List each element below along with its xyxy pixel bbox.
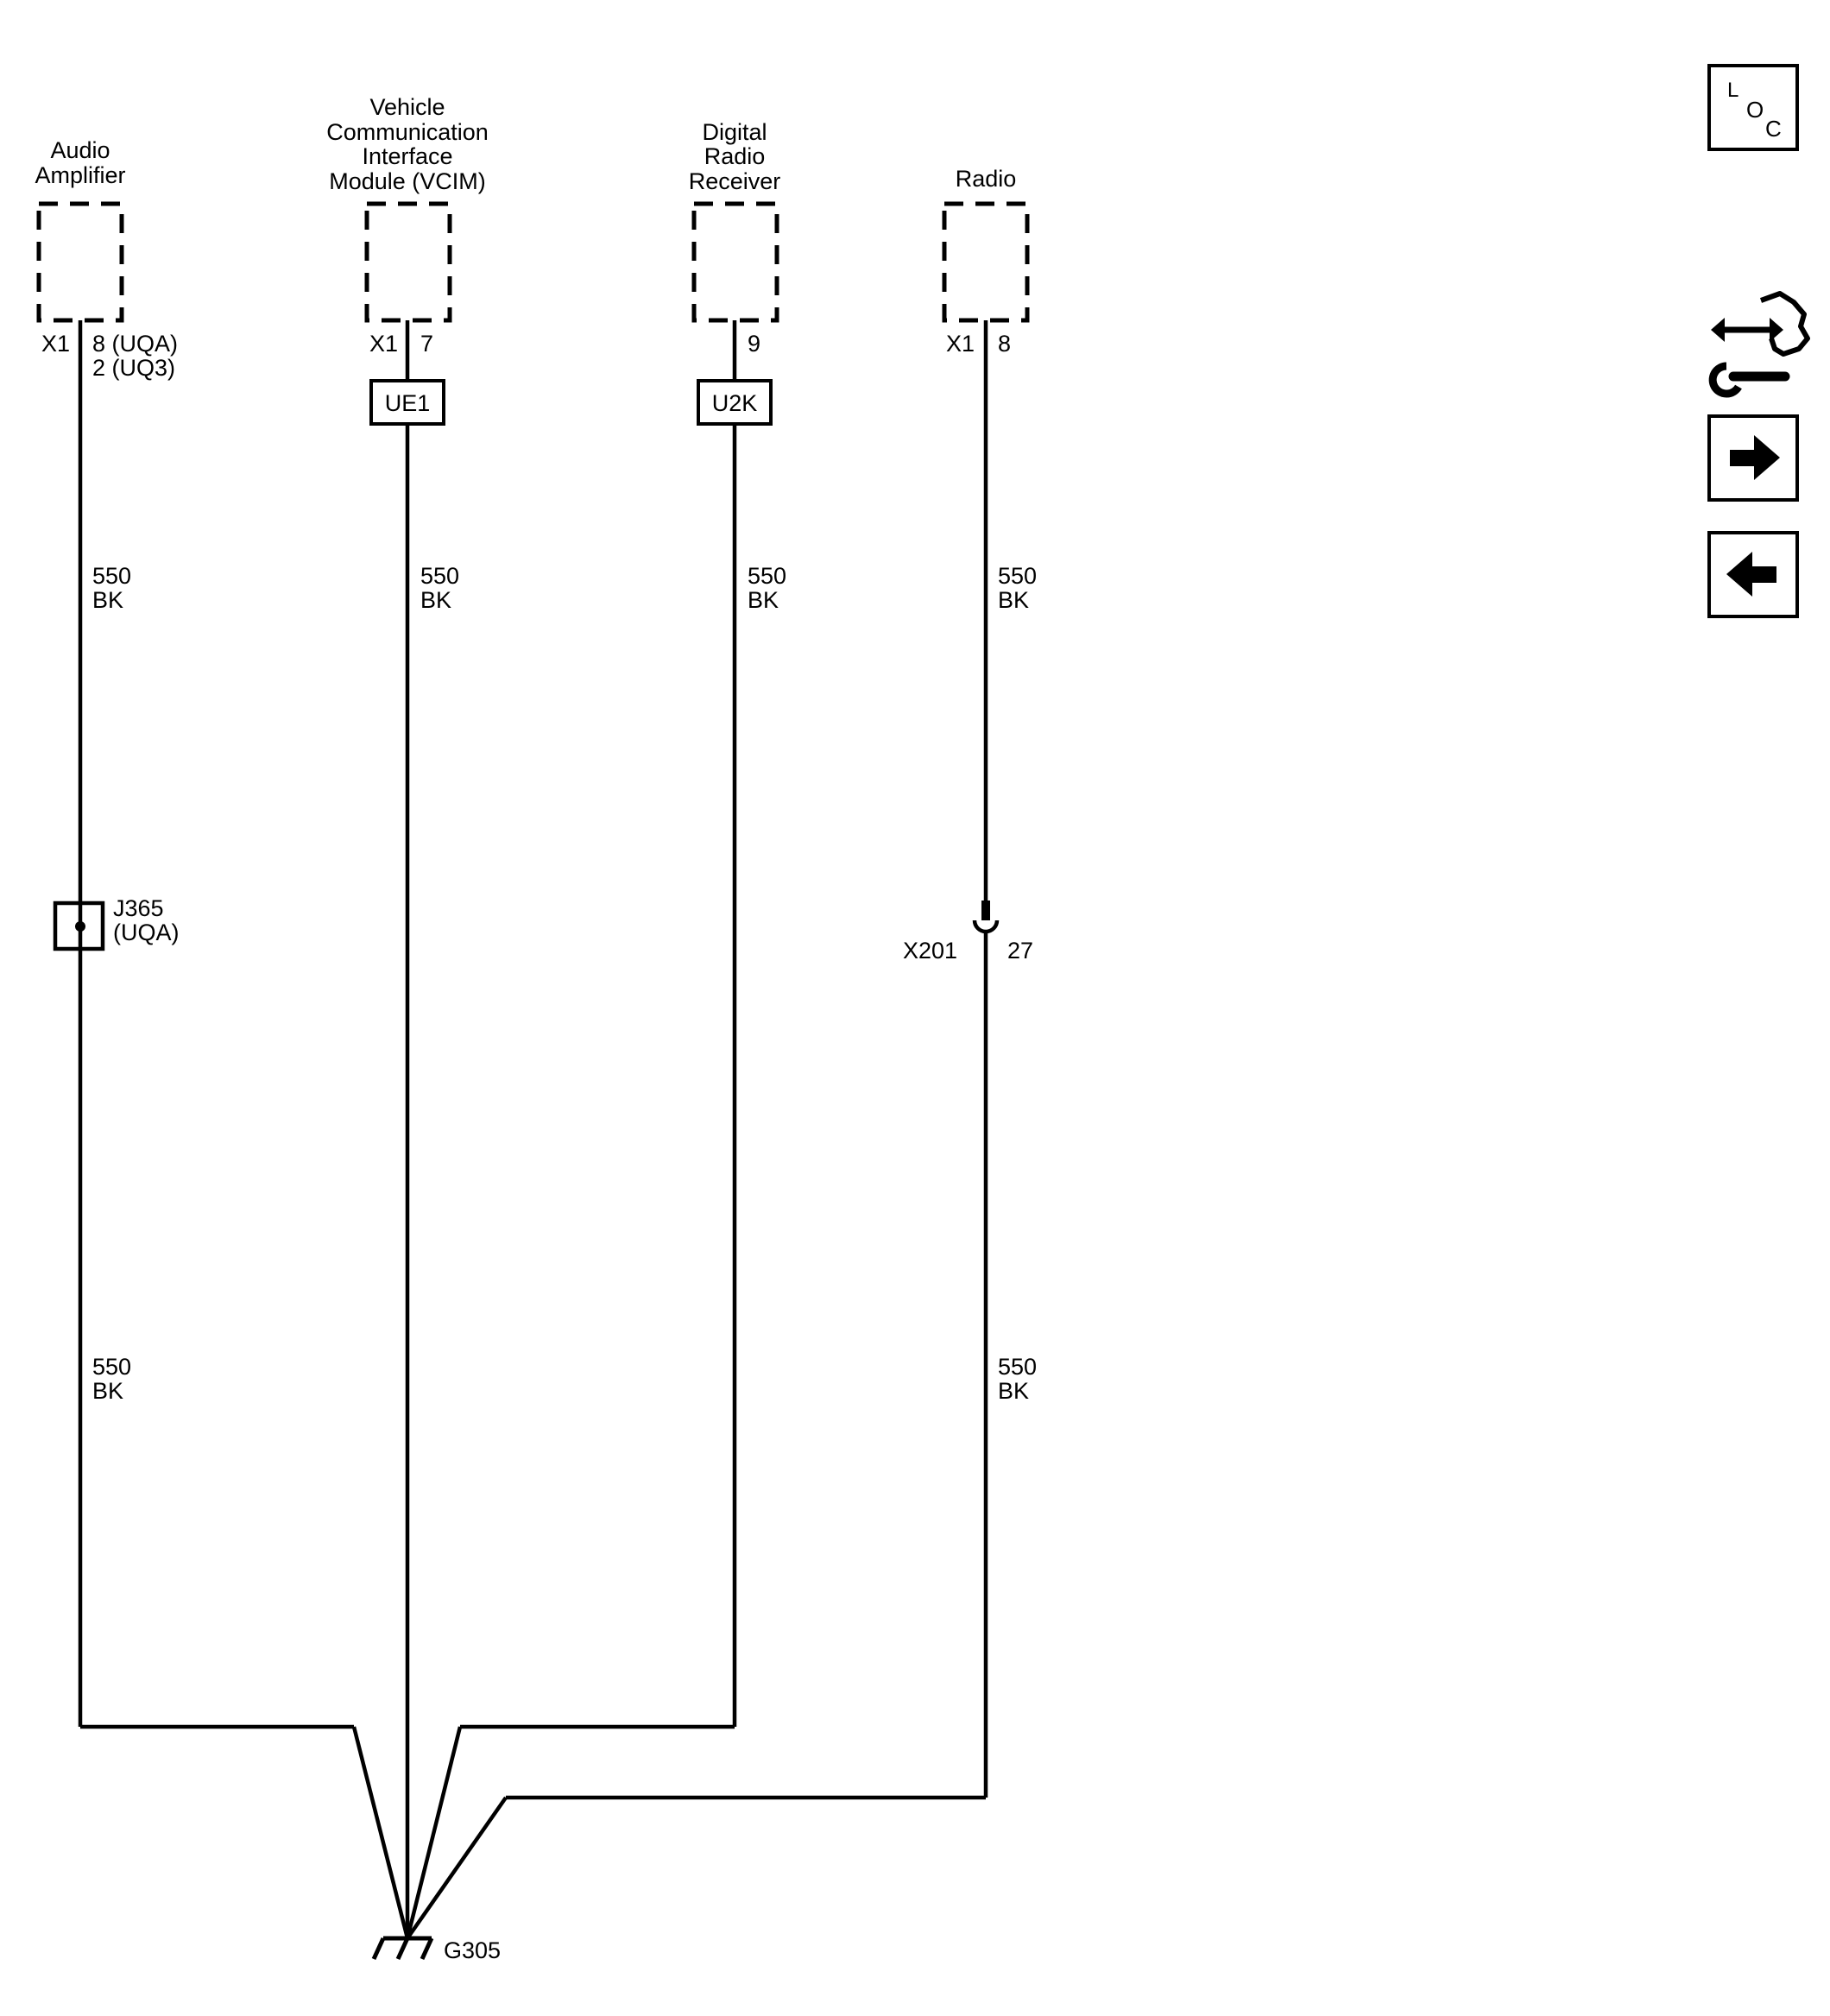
wire-label-audio-lower: 550 BK (92, 1354, 131, 1404)
splice-option: (UQA) (113, 920, 180, 945)
loc-letter-l: L (1727, 79, 1738, 102)
option-box-ue1: UE1 (369, 379, 445, 426)
audio-amplifier-name-line1: Audio (50, 137, 110, 163)
audio-amplifier-pin-line1: 8 (UQA) (92, 331, 178, 357)
wire-circuit-number: 550 (92, 563, 131, 589)
splice-box (53, 901, 105, 951)
harness-connector-icon[interactable] (1708, 291, 1810, 398)
vcim-name-line2: Communication (326, 119, 489, 145)
inline-connector-name: X201 (903, 938, 957, 964)
arrow-left-icon[interactable] (1707, 531, 1799, 618)
drr-name-line2: Radio (704, 143, 766, 169)
audio-amplifier-name-line2: Amplifier (35, 162, 125, 188)
loc-letter-c: C (1765, 116, 1782, 142)
vcim-connector: X1 (369, 331, 398, 357)
wire-label-vcim: 550 BK (420, 563, 459, 613)
audio-amplifier-label: Audio Amplifier (35, 137, 125, 188)
inline-connector-pin: 27 (1007, 938, 1033, 964)
option-u2k-text: U2K (712, 390, 758, 416)
wire-drr-to-ground (405, 1726, 463, 1939)
vcim-name-line4: Module (VCIM) (329, 168, 486, 194)
wire-circuit-number: 550 (748, 563, 786, 589)
ground-g305: G305 (371, 1936, 501, 1963)
ground-hatch-1 (371, 1937, 386, 1961)
drr-name-line3: Receiver (689, 168, 781, 194)
arrow-right-icon[interactable] (1707, 414, 1799, 502)
wire-color: BK (92, 587, 123, 613)
radio-label: Radio (956, 166, 1017, 192)
radio-box (942, 201, 1030, 323)
vcim-pin: 7 (420, 331, 433, 357)
option-ue1-text: UE1 (385, 390, 431, 416)
wire-label-drr: 550 BK (748, 563, 786, 613)
wire-color: BK (998, 1378, 1029, 1404)
wire-circuit-number: 550 (420, 563, 459, 589)
radio-pin: 8 (998, 331, 1011, 357)
wire-color: BK (92, 1378, 123, 1404)
drr-name-line1: Digital (702, 119, 767, 145)
ground-name: G305 (444, 1937, 501, 1963)
wire-circuit-number: 550 (998, 1354, 1037, 1380)
audio-amplifier-pin-line2: 2 (UQ3) (92, 355, 175, 381)
wire-audio-amplifier-to-ground (351, 1726, 410, 1939)
vcim-name-line3: Interface (362, 143, 452, 169)
wire-label-audio-upper: 550 BK (92, 563, 131, 613)
audio-amplifier-box (36, 201, 124, 323)
splice-name: J365 (113, 895, 164, 921)
wire-color: BK (998, 587, 1029, 613)
digital-radio-receiver-label: Digital Radio Receiver (689, 119, 781, 194)
location-icon[interactable]: L O C (1707, 64, 1799, 151)
splice-dot (75, 921, 85, 932)
vcim-name-line1: Vehicle (369, 94, 445, 120)
vcim-box (364, 201, 452, 323)
wire-label-radio-upper: 550 BK (998, 563, 1037, 613)
radio-name: Radio (956, 166, 1017, 192)
wire-circuit-number: 550 (92, 1354, 131, 1380)
digital-radio-receiver-box (691, 201, 779, 323)
wire-circuit-number: 550 (998, 563, 1037, 589)
splice-j365: J365 (UQA) (53, 895, 180, 951)
option-box-u2k: U2K (697, 379, 773, 426)
x201-female-socket (972, 920, 1000, 934)
ground-hatch-2 (395, 1937, 410, 1961)
wire-label-radio-lower: 550 BK (998, 1354, 1037, 1404)
vcim-label: Vehicle Communication Interface Module (… (326, 94, 489, 194)
radio-connector: X1 (946, 331, 975, 357)
loc-letter-o: O (1746, 97, 1764, 123)
ground-hatch-3 (420, 1937, 434, 1961)
wire-color: BK (420, 587, 451, 613)
wire-radio-to-ground (406, 1796, 508, 1940)
wire-color: BK (748, 587, 779, 613)
audio-amplifier-connector: X1 (41, 331, 70, 357)
drr-pin: 9 (748, 331, 760, 357)
